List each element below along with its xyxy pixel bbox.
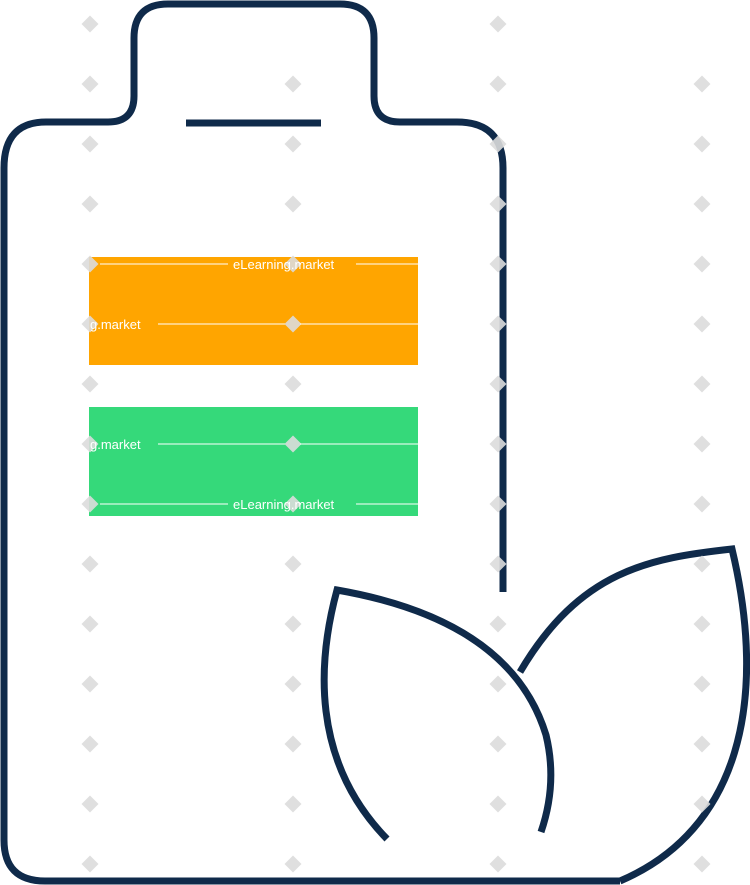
- watermark-diamond: [284, 75, 302, 93]
- watermark-layer: eLearning.market g.market g.market eLearnin…: [81, 15, 711, 873]
- watermark-diamond: [81, 855, 99, 873]
- watermark-text: eLearning.market: [233, 257, 335, 272]
- watermark-diamond: [81, 795, 99, 813]
- watermark-diamond: [489, 855, 507, 873]
- watermark-diamond: [284, 135, 302, 153]
- charge-level-lower: [89, 407, 418, 516]
- watermark-diamond: [284, 675, 302, 693]
- watermark-diamond: [489, 435, 507, 453]
- watermark-diamond: [489, 255, 507, 273]
- watermark-diamond: [284, 255, 302, 273]
- watermark-diamond: [284, 555, 302, 573]
- battery-outline: [0, 0, 620, 885]
- watermark-diamond: [81, 15, 99, 33]
- watermark-diamond: [81, 375, 99, 393]
- watermark-diamond: [489, 15, 507, 33]
- charge-level-upper: [89, 257, 418, 365]
- watermark-text: g.market: [90, 317, 141, 332]
- watermark-diamond: [81, 675, 99, 693]
- watermark-diamond: [284, 315, 302, 333]
- watermark-text: g.market: [90, 437, 141, 452]
- watermark-diamond: [489, 735, 507, 753]
- watermark-diamond: [284, 495, 302, 513]
- watermark-diamond: [693, 855, 711, 873]
- watermark-diamond: [489, 195, 507, 213]
- watermark-diamond: [693, 495, 711, 513]
- leaf-left-icon: [320, 586, 555, 842]
- watermark-diamond: [693, 795, 711, 813]
- watermark-diamond: [489, 555, 507, 573]
- watermark-diamond: [489, 75, 507, 93]
- watermark-diamond: [284, 195, 302, 213]
- watermark-diamond: [81, 315, 99, 333]
- watermark-diamond: [81, 615, 99, 633]
- watermark-diamond: [693, 735, 711, 753]
- watermark-diamond: [81, 135, 99, 153]
- watermark-diamond: [284, 435, 302, 453]
- watermark-diamond: [489, 795, 507, 813]
- watermark-diamond: [693, 315, 711, 333]
- watermark-diamond: [284, 735, 302, 753]
- watermark-diamond: [284, 855, 302, 873]
- watermark-diamond: [693, 675, 711, 693]
- watermark-diamond: [693, 135, 711, 153]
- watermark-diamond: [693, 195, 711, 213]
- watermark-diamond: [693, 375, 711, 393]
- watermark-diamond: [81, 555, 99, 573]
- watermark-diamond: [81, 495, 99, 513]
- watermark-diamond: [81, 255, 99, 273]
- watermark-diamond: [284, 795, 302, 813]
- watermark-diamond: [693, 435, 711, 453]
- watermark-diamond: [693, 75, 711, 93]
- watermark-diamond: [81, 75, 99, 93]
- watermark-diamond: [489, 675, 507, 693]
- watermark-diamond: [489, 495, 507, 513]
- watermark-diamond: [489, 315, 507, 333]
- watermark-diamond: [489, 135, 507, 153]
- watermark-diamond: [81, 195, 99, 213]
- watermark-diamond: [81, 435, 99, 453]
- watermark-diamond: [489, 375, 507, 393]
- watermark-diamond: [489, 615, 507, 633]
- watermark-diamond: [693, 255, 711, 273]
- watermark-diamond: [284, 615, 302, 633]
- watermark-diamond: [81, 735, 99, 753]
- watermark-text: eLearning.market: [233, 497, 335, 512]
- watermark-diamond: [284, 375, 302, 393]
- watermark-diamond: [693, 615, 711, 633]
- watermark-diamond: [693, 555, 711, 573]
- leaf-right-icon: [516, 545, 750, 885]
